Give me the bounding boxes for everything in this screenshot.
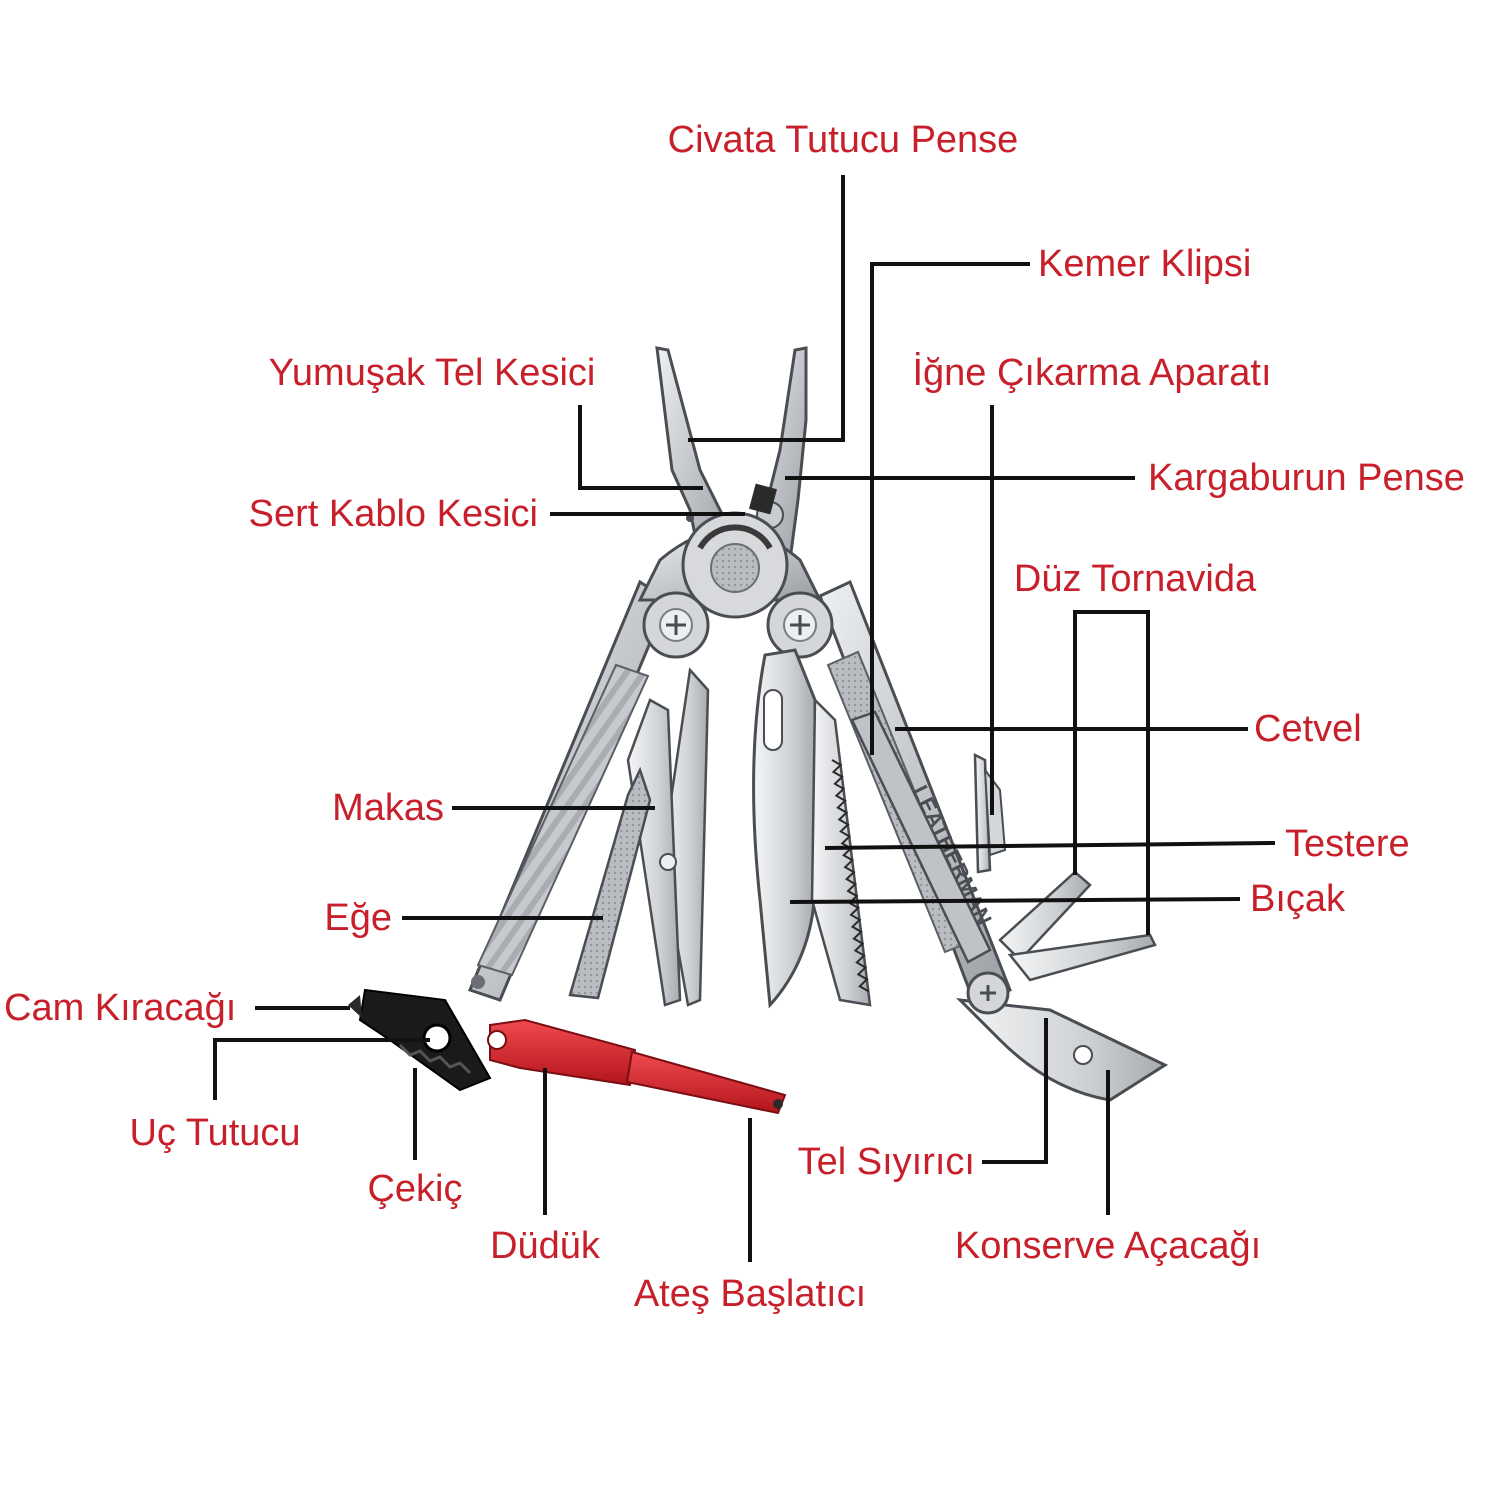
label-igne-cikarma-aparati: İğne Çıkarma Aparatı — [912, 352, 1272, 394]
label-makas: Makas — [332, 787, 444, 829]
label-sert-kablo-kesici: Sert Kablo Kesici — [248, 493, 538, 535]
leader-uc-tutucu — [213, 1038, 430, 1100]
label-konserve-acacagi: Konserve Açacağı — [954, 1225, 1262, 1267]
label-kargaburun-pense: Kargaburun Pense — [1148, 457, 1465, 499]
label-uc-tutucu: Uç Tutucu — [129, 1112, 301, 1154]
label-cekic: Çekiç — [367, 1168, 463, 1210]
label-yumusak-tel-kesici: Yumuşak Tel Kesici — [268, 352, 596, 394]
label-tel-siyirici: Tel Sıyırıcı — [797, 1141, 975, 1183]
label-bicak: Bıçak — [1250, 878, 1346, 920]
label-testere: Testere — [1285, 823, 1410, 865]
leader-civata-tutucu-pense — [688, 175, 845, 442]
leader-lines — [213, 175, 1276, 1262]
label-cetvel: Cetvel — [1254, 708, 1362, 750]
file-tool — [568, 766, 652, 1000]
label-ates-baslatici: Ateş Başlatıcı — [633, 1273, 867, 1315]
label-ege: Eğe — [324, 897, 392, 939]
label-duz-tornavida: Düz Tornavida — [1013, 558, 1257, 600]
leader-testere — [824, 841, 1276, 850]
back-tools — [955, 752, 1169, 1102]
leader-yumusak-tel-kesici — [578, 405, 703, 490]
label-cam-kiracagi: Cam Kıracağı — [4, 987, 237, 1029]
knife-blade — [752, 648, 817, 1009]
leader-kemer-klipsi — [870, 262, 1030, 755]
leader-tel-siyirici — [982, 1018, 1048, 1164]
label-duduk: Düdük — [490, 1225, 600, 1267]
leader-bicak — [789, 897, 1241, 904]
pivot-assembly — [637, 511, 834, 659]
saw-blade — [810, 697, 872, 1007]
label-civata-tutucu-pense: Civata Tutucu Pense — [667, 119, 1019, 161]
whistle-fire-starter — [487, 1018, 787, 1115]
label-kemer-klipsi: Kemer Klipsi — [1038, 243, 1252, 285]
leader-duz-tornavida — [1073, 610, 1150, 935]
